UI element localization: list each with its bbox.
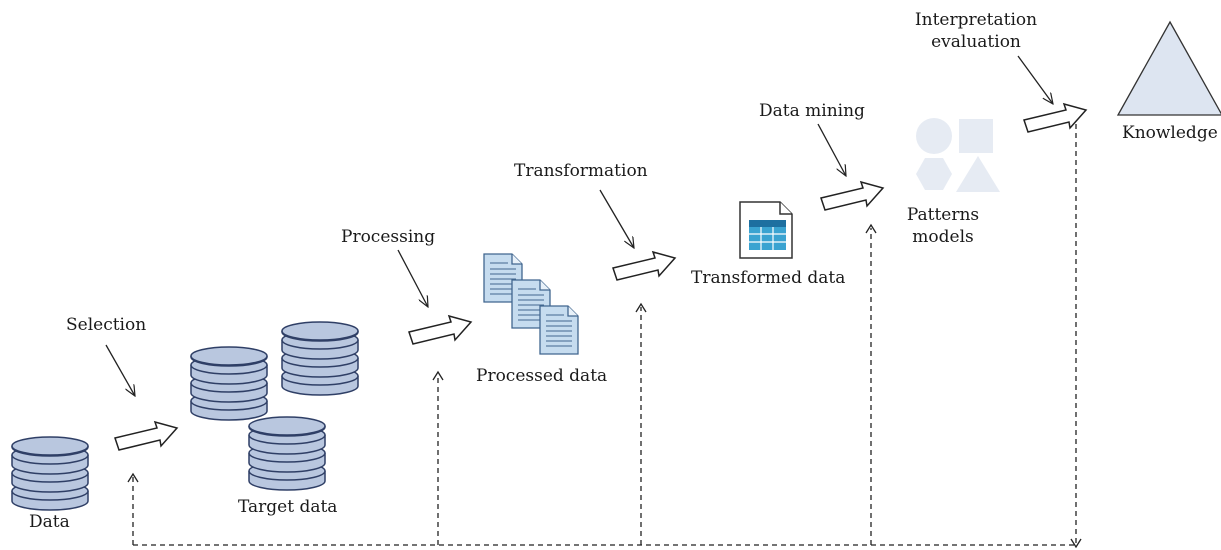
target-database-icon-2 bbox=[281, 321, 359, 396]
processed-document-icon-3 bbox=[539, 305, 579, 355]
target-database-icon-1 bbox=[190, 346, 268, 421]
data-database-icon bbox=[11, 436, 89, 511]
interpretation-label-line1: Interpretation bbox=[914, 10, 1038, 30]
patterns-label-line2: models bbox=[912, 227, 974, 247]
processing-flow-arrow bbox=[408, 315, 472, 345]
processed-data-stage-label: Processed data bbox=[476, 366, 608, 386]
data-mining-pointer bbox=[817, 123, 846, 176]
patterns-shapes-icon bbox=[916, 118, 1000, 192]
transformation-label: Transformation bbox=[514, 161, 648, 181]
selection-label: Selection bbox=[66, 315, 147, 335]
feedback-arrowheads bbox=[127, 223, 1082, 549]
interpretation-label: Interpretation evaluation bbox=[910, 9, 1042, 53]
transformation-flow-arrow bbox=[612, 251, 676, 281]
data-stage-label: Data bbox=[29, 512, 70, 532]
interpretation-flow-arrow bbox=[1023, 103, 1087, 133]
interpretation-pointer bbox=[1017, 55, 1053, 104]
data-mining-flow-arrow bbox=[820, 181, 884, 211]
transformation-pointer bbox=[599, 189, 634, 248]
patterns-models-stage-label: Patterns models bbox=[903, 204, 983, 248]
target-data-stage-label: Target data bbox=[238, 497, 338, 517]
knowledge-triangle-icon bbox=[1116, 20, 1221, 116]
spreadsheet-icon bbox=[739, 201, 793, 259]
selection-flow-arrow bbox=[114, 421, 178, 451]
feedback-loop bbox=[132, 124, 1078, 546]
patterns-label-line1: Patterns bbox=[906, 205, 980, 225]
data-mining-label: Data mining bbox=[759, 101, 865, 121]
selection-pointer bbox=[105, 344, 135, 396]
processing-pointer bbox=[397, 249, 428, 307]
interpretation-label-line2: evaluation bbox=[931, 32, 1021, 52]
target-database-icon-3 bbox=[248, 416, 326, 491]
processing-label: Processing bbox=[341, 227, 436, 247]
knowledge-stage-label: Knowledge bbox=[1122, 123, 1218, 143]
transformed-data-stage-label: Transformed data bbox=[691, 268, 846, 288]
